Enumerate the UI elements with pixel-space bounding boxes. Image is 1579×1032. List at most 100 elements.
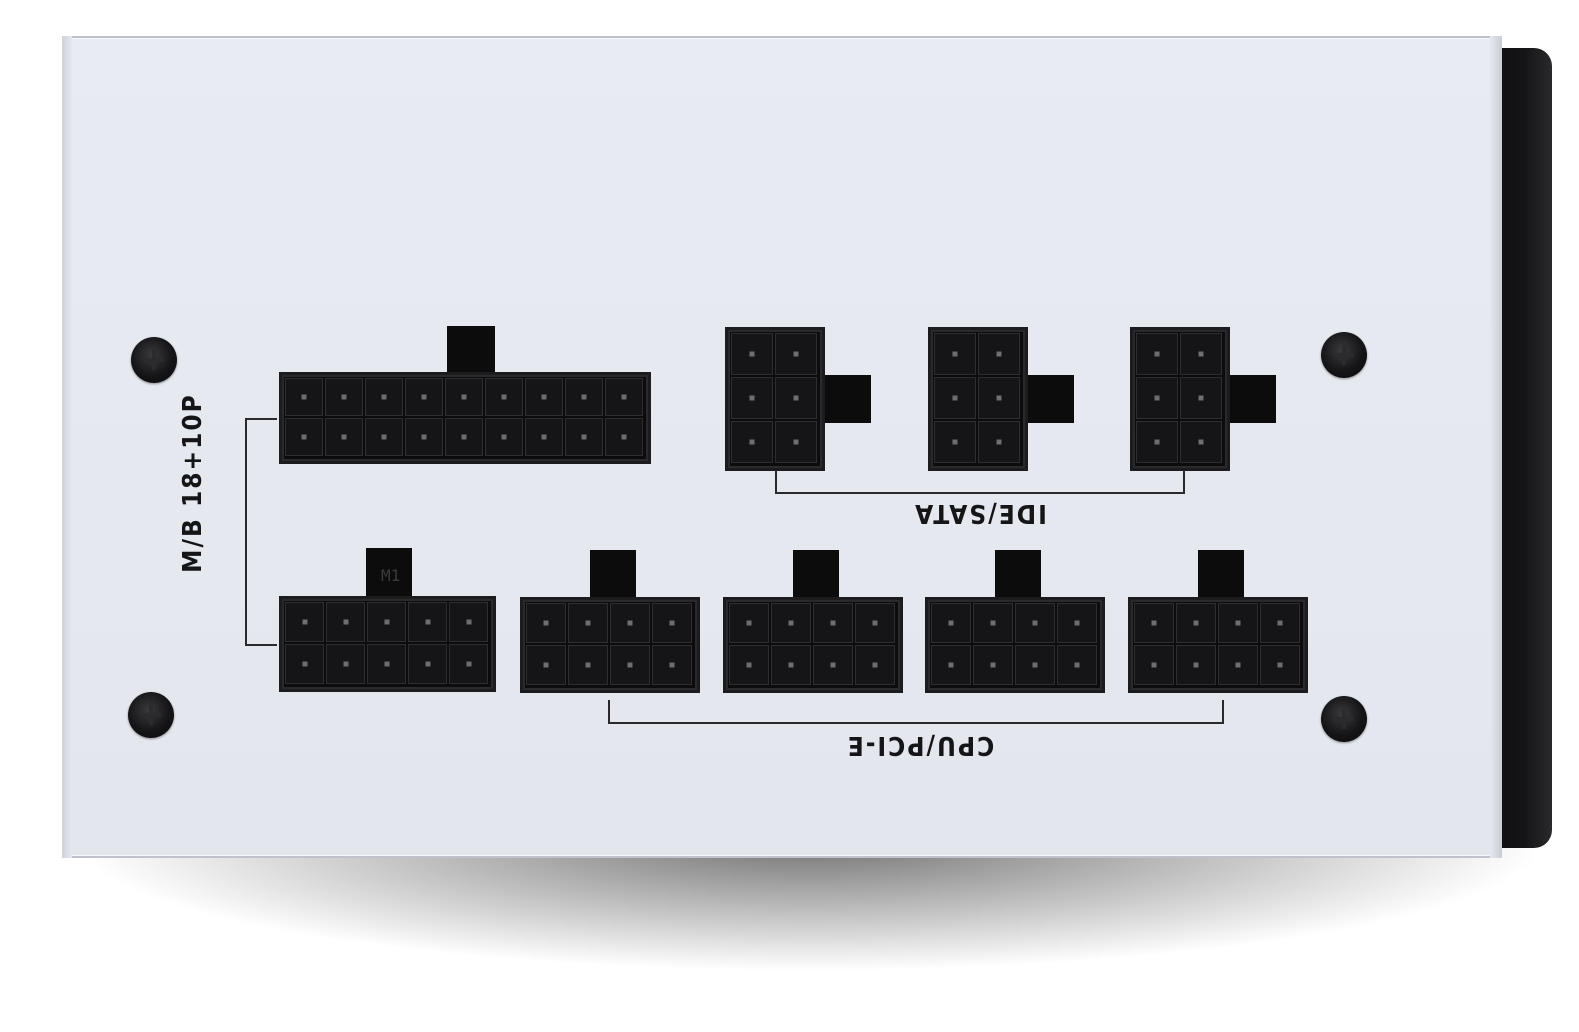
cpu-pcie-connector-2[interactable]: [723, 597, 903, 693]
connector-pin: [525, 378, 563, 416]
mb-main-connector[interactable]: [279, 372, 651, 464]
connector-pin: [855, 603, 895, 643]
ide-sata-connector-3[interactable]: [1130, 327, 1230, 471]
ide-sata-connector-3-latch: [1226, 375, 1276, 423]
connector-pin: [605, 378, 643, 416]
connector-pin: [1057, 603, 1097, 643]
connector-pin: [652, 645, 692, 685]
connector-pin: [408, 602, 447, 642]
connector-pin: [775, 377, 817, 419]
connector-pin: [1180, 421, 1222, 463]
connector-pin: [729, 603, 769, 643]
connector-pin: [526, 645, 566, 685]
connector-pin: [1015, 645, 1055, 685]
connector-pin: [771, 603, 811, 643]
mb-label: M/B 18+10P: [178, 393, 208, 573]
screw-top-left: [131, 337, 177, 383]
connector-pin: [934, 421, 976, 463]
screw-bottom-right: [1321, 696, 1367, 742]
m1-marking: M1: [381, 566, 401, 585]
connector-pin: [405, 378, 443, 416]
mb-secondary-connector[interactable]: [279, 596, 496, 692]
connector-pin: [325, 378, 363, 416]
connector-pin: [775, 421, 817, 463]
connector-pin: [1015, 603, 1055, 643]
connector-pin: [1057, 645, 1097, 685]
connector-pin: [285, 602, 324, 642]
connector-pin: [1136, 333, 1178, 375]
connector-pin: [978, 421, 1020, 463]
connector-pin: [610, 603, 650, 643]
connector-pin: [855, 645, 895, 685]
connector-pin: [365, 418, 403, 456]
connector-pin: [771, 645, 811, 685]
connector-pin: [325, 418, 363, 456]
connector-pin: [485, 418, 523, 456]
connector-pin: [610, 645, 650, 685]
connector-pin: [1134, 645, 1174, 685]
mb-bracket: [245, 418, 277, 646]
connector-pin: [1134, 603, 1174, 643]
connector-pin: [449, 644, 488, 684]
connector-pin: [1218, 645, 1258, 685]
connector-pin: [1176, 645, 1216, 685]
connector-pin: [526, 603, 566, 643]
ide-sata-bracket: [775, 470, 1185, 494]
connector-pin: [973, 603, 1013, 643]
connector-pin: [565, 418, 603, 456]
connector-pin: [931, 603, 971, 643]
cpu-pcie-connector-1-latch: [590, 550, 636, 602]
connector-pin: [731, 333, 773, 375]
connector-pin: [978, 377, 1020, 419]
connector-pin: [408, 644, 447, 684]
ide-sata-connector-1[interactable]: [725, 327, 825, 471]
connector-pin: [367, 602, 406, 642]
ide-sata-connector-2[interactable]: [928, 327, 1028, 471]
connector-pin: [652, 603, 692, 643]
screw-top-right: [1321, 332, 1367, 378]
connector-pin: [1260, 645, 1300, 685]
connector-pin: [731, 421, 773, 463]
connector-pin: [565, 378, 603, 416]
connector-pin: [525, 418, 563, 456]
connector-pin: [1180, 333, 1222, 375]
connector-pin: [731, 377, 773, 419]
connector-pin: [605, 418, 643, 456]
connector-pin: [405, 418, 443, 456]
mb-main-connector-latch: [447, 326, 495, 376]
connector-pin: [445, 418, 483, 456]
ide-sata-connector-2-latch: [1024, 375, 1074, 423]
connector-pin: [934, 377, 976, 419]
connector-pin: [285, 378, 323, 416]
connector-pin: [449, 602, 488, 642]
connector-pin: [365, 378, 403, 416]
connector-pin: [729, 645, 769, 685]
connector-pin: [978, 333, 1020, 375]
drop-shadow: [70, 842, 1550, 972]
connector-pin: [1176, 603, 1216, 643]
connector-pin: [485, 378, 523, 416]
connector-pin: [367, 644, 406, 684]
mb-secondary-connector-latch: [366, 548, 412, 598]
ide-sata-label: IDE/SATA: [913, 498, 1047, 528]
connector-pin: [1136, 377, 1178, 419]
cpu-pcie-connector-3-latch: [995, 550, 1041, 602]
connector-pin: [326, 644, 365, 684]
cpu-pcie-connector-1[interactable]: [520, 597, 700, 693]
cpu-pcie-connector-4[interactable]: [1128, 597, 1308, 693]
connector-pin: [326, 602, 365, 642]
connector-pin: [775, 333, 817, 375]
cpu-pcie-connector-3[interactable]: [925, 597, 1105, 693]
cpu-pcie-connector-4-latch: [1198, 550, 1244, 602]
cpu-pcie-connector-2-latch: [793, 550, 839, 602]
connector-pin: [285, 644, 324, 684]
connector-pin: [285, 418, 323, 456]
connector-pin: [934, 333, 976, 375]
connector-pin: [1136, 421, 1178, 463]
connector-pin: [1260, 603, 1300, 643]
connector-pin: [813, 645, 853, 685]
ide-sata-connector-1-latch: [821, 375, 871, 423]
cpu-pcie-bracket: [608, 700, 1224, 724]
connector-pin: [931, 645, 971, 685]
connector-pin: [973, 645, 1013, 685]
